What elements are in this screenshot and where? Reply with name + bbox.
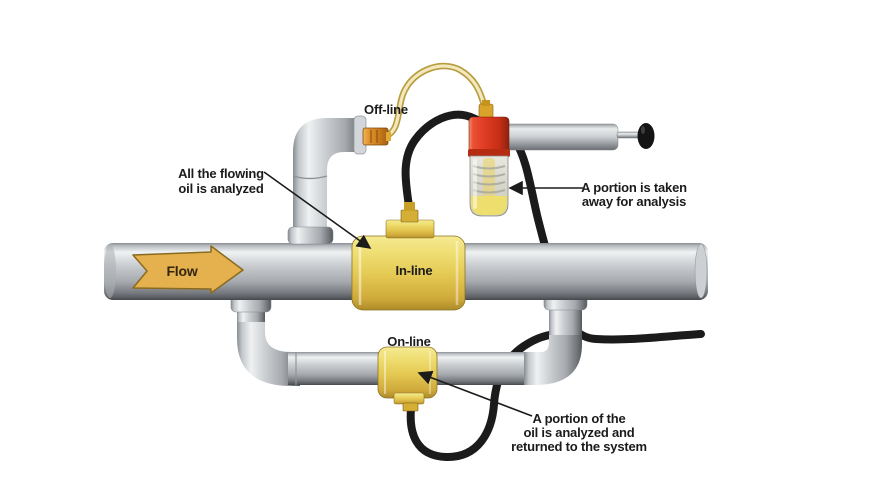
online-note-line1: A portion of the — [532, 411, 625, 426]
offline-riser — [287, 115, 391, 245]
pump-rod — [616, 131, 641, 139]
flow-arrow: Flow — [132, 245, 244, 294]
online-note-line2: oil is analyzed and — [523, 425, 634, 440]
riser-base-collar — [287, 226, 334, 245]
inline-note-line2: oil is analyzed — [178, 181, 263, 196]
offline-label: Off-line — [364, 102, 408, 117]
online-label: On-line — [387, 334, 430, 349]
riser-joint-line — [292, 175, 328, 180]
sensor-cable-inline-to-right — [401, 110, 705, 344]
bottle-cap-lip — [468, 149, 510, 157]
offline-sample-valve — [362, 127, 391, 146]
sample-bottle — [468, 100, 510, 217]
offline-note-line1: A portion is taken — [581, 180, 687, 195]
inline-note-line1: All the flowing — [178, 166, 264, 181]
inline-label: In-line — [396, 263, 433, 278]
bypass-loop — [230, 292, 588, 386]
main-pipe-right-cap — [694, 243, 708, 299]
leader-online-note — [417, 370, 533, 417]
online-note-line3: returned to the system — [511, 439, 647, 454]
bypass-pipe-left — [288, 352, 380, 385]
inline-note: All the flowing oil is analyzed — [178, 166, 264, 196]
flow-label: Flow — [166, 263, 197, 279]
sensor-cable-online-loop — [406, 330, 564, 462]
pump-handle-knob — [637, 123, 655, 149]
main-pipe-left-cap — [104, 244, 116, 298]
bottle-liquid — [471, 196, 507, 215]
inline-analyzer: In-line — [351, 202, 466, 311]
inline-cable-gland — [404, 202, 415, 211]
hand-pump — [503, 123, 655, 151]
bypass-pipe-right — [434, 352, 524, 385]
sample-tube — [382, 62, 488, 140]
online-analyzer — [377, 346, 438, 412]
online-note: A portion of the oil is analyzed and ret… — [511, 411, 647, 454]
leader-inline-note — [263, 171, 372, 249]
offline-note-line2: away for analysis — [582, 194, 686, 209]
pump-barrel — [503, 123, 619, 151]
offline-note: A portion is taken away for analysis — [581, 180, 687, 209]
bypass-elbow-left — [237, 322, 300, 386]
inline-cable-nut — [400, 209, 419, 223]
online-cable-nut — [402, 402, 419, 412]
